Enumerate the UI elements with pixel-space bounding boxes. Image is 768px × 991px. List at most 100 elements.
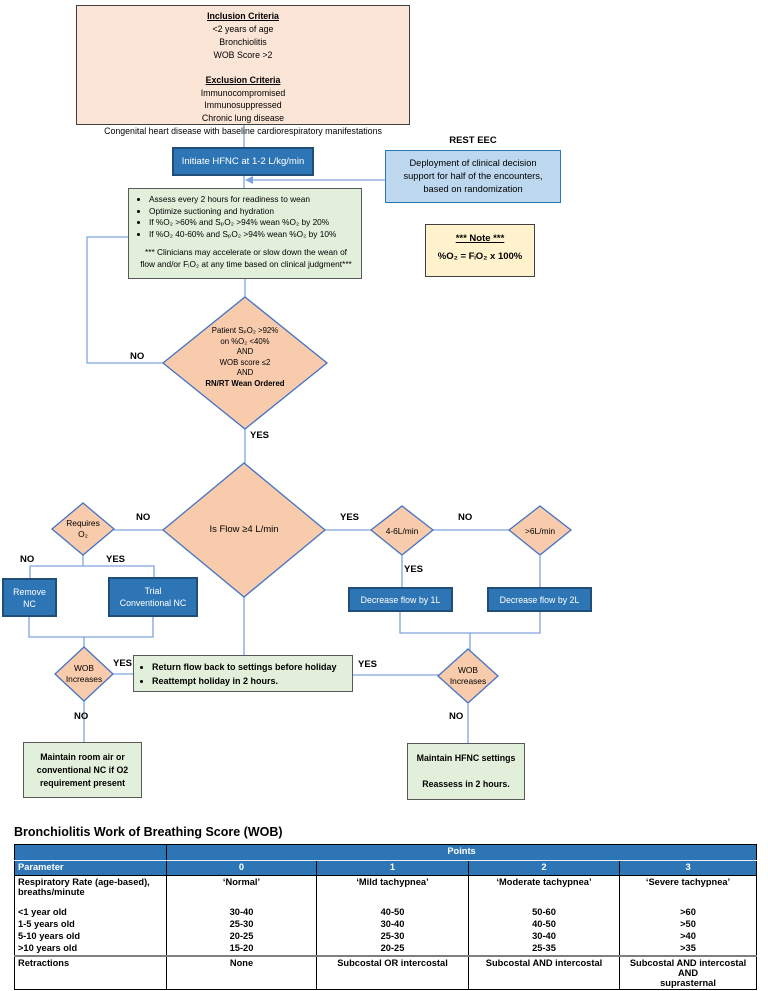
table-row: >10 years old 15-20 20-25 25-35 >35 xyxy=(14,943,758,956)
maintain-room-air-box: Maintain room air or conventional NC if … xyxy=(23,742,142,798)
table-row: Respiratory Rate (age-based), breaths/mi… xyxy=(14,875,758,907)
criteria-box: Inclusion Criteria <2 years of age Bronc… xyxy=(76,5,410,136)
branch-label-no: NO xyxy=(130,351,145,362)
table-cell: 0 xyxy=(166,860,317,876)
table-cell: Parameter xyxy=(14,860,167,876)
branch-label-no: NO xyxy=(74,711,89,722)
exclusion-title: Exclusion Criteria xyxy=(205,74,281,85)
table-cell: 50-60 xyxy=(468,907,620,919)
assess-bullet: Optimize suctioning and hydration xyxy=(149,206,355,218)
spacer xyxy=(77,62,409,74)
requires-o2-diamond: Requires O₂ xyxy=(66,518,100,539)
wean-ready-diamond: Patient SₚO₂ >92% on %O₂ <40% AND WOB sc… xyxy=(165,326,325,390)
note-title: *** Note *** xyxy=(455,233,505,244)
branch-label-yes: YES xyxy=(358,659,378,670)
table-cell: 1 xyxy=(316,860,469,876)
table-cell: 3 xyxy=(618,860,758,876)
inclusion-title: Inclusion Criteria xyxy=(207,11,279,21)
table-cell: None xyxy=(166,955,317,990)
table-cell: 25-35 xyxy=(468,943,620,956)
flow-diamond: Is Flow ≥4 L/min xyxy=(209,524,279,535)
table-cell: 20-25 xyxy=(166,931,317,943)
table-cell: 15-20 xyxy=(166,943,317,956)
table-row: 1-5 years old 25-30 30-40 40-50 >50 xyxy=(14,919,758,931)
table-cell: ‘Moderate tachypnea’ xyxy=(468,875,620,907)
table-cell: 40-50 xyxy=(316,907,469,919)
flow-4-6-diamond-shape xyxy=(369,505,435,556)
assess-bullet-list: Assess every 2 hours for readiness to we… xyxy=(137,194,355,240)
arrowhead-left-icon xyxy=(245,176,253,184)
table-cell: ‘Normal’ xyxy=(166,875,317,907)
table-row: Points xyxy=(14,844,758,861)
flow-4-6-diamond: 4-6L/min xyxy=(385,526,419,536)
table-cell: Subcostal OR intercostal xyxy=(316,955,469,990)
note-box: *** Note *** %O₂ = FᵢO₂ x 100% xyxy=(425,224,535,277)
assess-clinician-note: *** Clinicians may accelerate or slow do… xyxy=(140,247,352,269)
rest-eec-title: REST EEC xyxy=(449,135,497,146)
table-cell: >35 xyxy=(618,943,758,956)
wean-ready-diamond-shape xyxy=(161,296,329,430)
wob-increases-right-diamond: WOB Increases xyxy=(449,665,487,686)
table-cell: ‘Mild tachypnea’ xyxy=(316,875,469,907)
wob-increases-right-diamond-shape xyxy=(437,648,499,704)
branch-label-no: NO xyxy=(136,512,151,523)
table-row: 5-10 years old 20-25 25-30 30-40 >40 xyxy=(14,931,758,943)
table-cell: >40 xyxy=(618,931,758,943)
table-cell: 25-30 xyxy=(316,931,469,943)
table-cell: 40-50 xyxy=(468,919,620,931)
wob-score-table: Points Parameter 0 1 2 3 Respiratory Rat… xyxy=(14,844,758,990)
assess-bullet: If %O₂ >60% and SₚO₂ >94% wean %O₂ by 20… xyxy=(149,217,355,229)
flow-gt6-diamond-shape xyxy=(507,505,573,556)
table-cell: Points xyxy=(165,844,758,861)
table-cell: 1-5 years old xyxy=(14,919,167,931)
table-row: Retractions None Subcostal OR intercosta… xyxy=(14,955,758,990)
branch-label-no: NO xyxy=(449,711,464,722)
branch-label-yes: YES xyxy=(340,512,360,523)
table-row: <1 year old 30-40 40-50 50-60 >60 xyxy=(14,907,758,919)
branch-label-no: NO xyxy=(458,512,473,523)
wob-table-title: Bronchiolitis Work of Breathing Score (W… xyxy=(14,825,283,839)
table-cell: >10 years old xyxy=(14,943,167,956)
branch-label-yes: YES xyxy=(113,658,133,669)
table-cell: Subcostal AND intercostal AND suprastern… xyxy=(618,955,758,990)
table-cell: 30-40 xyxy=(468,931,620,943)
inclusion-item: WOB Score >2 xyxy=(213,49,273,60)
branch-label-yes: YES xyxy=(404,564,424,575)
branch-label-yes: YES xyxy=(250,430,270,441)
table-cell xyxy=(14,844,167,861)
table-cell: 2 xyxy=(468,860,620,876)
maintain-hfnc-box: Maintain HFNC settings Reassess in 2 hou… xyxy=(407,743,525,800)
trial-conventional-nc-box: Trial Conventional NC xyxy=(108,577,198,617)
assess-bullet: If %O₂ 40-60% and SₚO₂ >94% wean %O₂ by … xyxy=(149,229,355,241)
table-cell: ‘Severe tachypnea’ xyxy=(618,875,758,907)
flow-connectors xyxy=(28,125,573,744)
inclusion-item: Bronchiolitis xyxy=(219,36,267,47)
branch-label-no: NO xyxy=(20,554,35,565)
table-cell: 30-40 xyxy=(166,907,317,919)
wob-increases-left-diamond-shape xyxy=(54,646,114,702)
assess-bullet: Assess every 2 hours for readiness to we… xyxy=(149,194,355,206)
inclusion-item: <2 years of age xyxy=(212,23,274,34)
table-cell: <1 year old xyxy=(14,907,167,919)
decrease-flow-2l-box: Decrease flow by 2L xyxy=(487,587,592,612)
exclusion-item: Immunocompromised xyxy=(200,87,286,98)
table-cell: Retractions xyxy=(14,955,167,990)
remove-nc-box: Remove NC xyxy=(2,578,57,617)
wean-ready-order: RN/RT Wean Ordered xyxy=(205,378,285,388)
decrease-flow-1l-box: Decrease flow by 1L xyxy=(348,587,453,612)
rest-eec-box: Deployment of clinical decision support … xyxy=(385,150,561,203)
wob-increases-left-diamond: WOB Increases xyxy=(65,663,103,684)
exclusion-item: Immunosuppressed xyxy=(204,100,282,111)
flow-gt6-diamond: >6L/min xyxy=(524,526,556,536)
table-cell: 5-10 years old xyxy=(14,931,167,943)
flow-diamond-shape xyxy=(161,462,327,598)
holiday-bullet-list: Return flow back to settings before holi… xyxy=(142,660,352,688)
table-cell: 25-30 xyxy=(166,919,317,931)
assess-box: Assess every 2 hours for readiness to we… xyxy=(128,188,362,279)
table-cell: 30-40 xyxy=(316,919,469,931)
table-cell: >50 xyxy=(618,919,758,931)
note-formula: %O₂ = FᵢO₂ x 100% xyxy=(437,251,523,262)
holiday-box: Return flow back to settings before holi… xyxy=(133,655,353,692)
table-cell: Subcostal AND intercostal xyxy=(468,955,620,990)
